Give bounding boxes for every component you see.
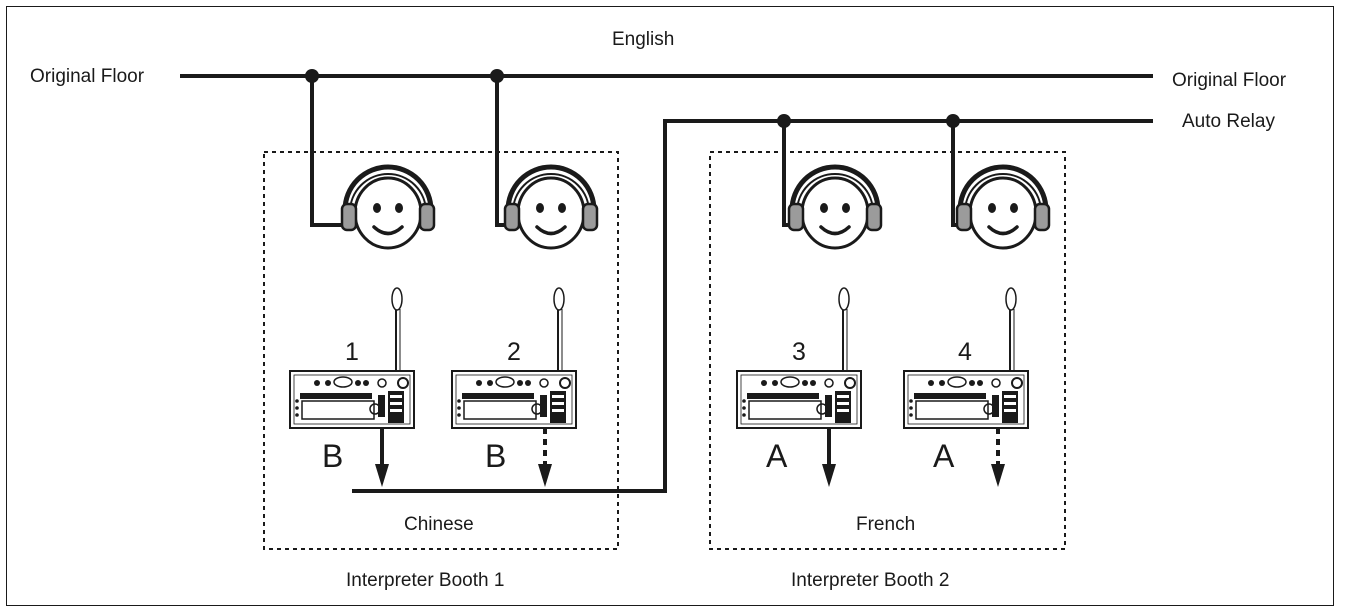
channel-label-2: B bbox=[485, 438, 507, 474]
floor-tap-1 bbox=[310, 76, 348, 227]
diagram-frame bbox=[6, 6, 1334, 606]
unit-number-1: 1 bbox=[345, 338, 359, 366]
interpreter-2-icon bbox=[505, 167, 597, 248]
original-floor-right-label: Original Floor bbox=[1172, 70, 1287, 91]
arrowhead-icon bbox=[538, 464, 552, 487]
booth-2-language: French bbox=[856, 514, 916, 535]
channel-label-4: A bbox=[933, 438, 955, 474]
interpreter-4-icon bbox=[957, 167, 1049, 248]
booth-1-caption: Interpreter Booth 1 bbox=[346, 570, 505, 591]
interpreter-3-icon bbox=[789, 167, 881, 248]
original-floor-left-label: Original Floor bbox=[30, 66, 145, 87]
auto-relay-line bbox=[352, 119, 1153, 493]
junction-dot bbox=[946, 114, 960, 128]
junction-dot bbox=[490, 69, 504, 83]
unit-number-4: 4 bbox=[958, 338, 972, 366]
unit-number-2: 2 bbox=[507, 338, 521, 366]
junction-dot bbox=[777, 114, 791, 128]
booth-2-caption: Interpreter Booth 2 bbox=[791, 570, 950, 591]
arrowhead-icon bbox=[991, 464, 1005, 487]
arrowhead-icon bbox=[375, 464, 389, 487]
auto-relay-label: Auto Relay bbox=[1182, 111, 1275, 132]
channel-label-3: A bbox=[766, 438, 788, 474]
junction-dot bbox=[305, 69, 319, 83]
channel-label-1: B bbox=[322, 438, 344, 474]
booth-1-border bbox=[263, 151, 619, 550]
interpreter-1-icon bbox=[342, 167, 434, 248]
arrowhead-icon bbox=[822, 464, 836, 487]
unit-number-3: 3 bbox=[792, 338, 806, 366]
english-label: English bbox=[612, 29, 675, 50]
booth-1-language: Chinese bbox=[404, 514, 474, 535]
booth-2-border bbox=[709, 151, 1066, 550]
